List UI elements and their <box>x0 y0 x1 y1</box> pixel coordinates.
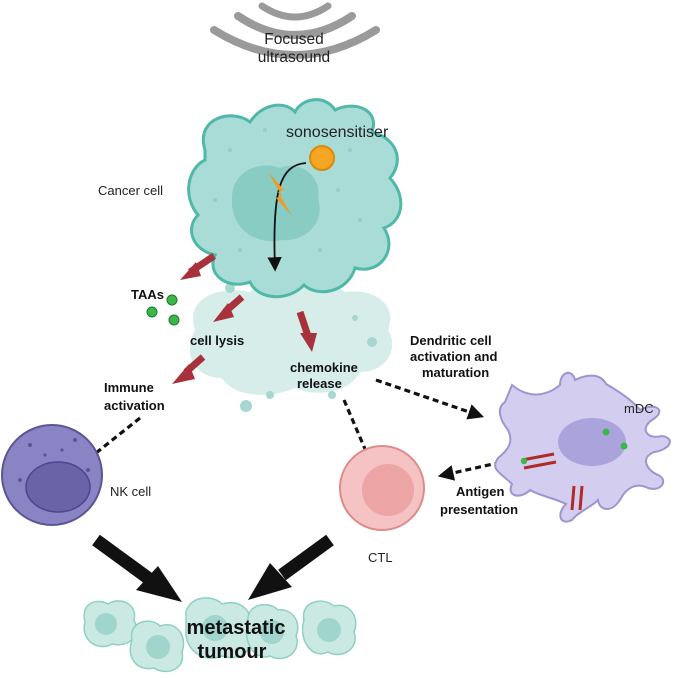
dc-label-line3: maturation <box>422 365 489 380</box>
big-arrows <box>92 534 334 602</box>
mdc-antigen-dots <box>602 428 628 450</box>
mhc-receptor-icon <box>521 452 584 511</box>
mhc-antigen-dot <box>520 457 528 465</box>
metastatic-cell-3 <box>185 597 253 659</box>
metastatic-cell-2 <box>129 620 185 673</box>
cancer-cell-speckles <box>213 128 362 252</box>
sonosensitiser-icon <box>309 145 335 171</box>
red-arrow-chemokine <box>296 310 317 352</box>
red-arrow-lysis <box>213 294 245 322</box>
ultrasound-label-line2: ultrasound <box>258 49 330 66</box>
big-arrow-from-ctl <box>248 534 334 600</box>
taa-particles <box>146 294 180 326</box>
metastatic-cell-1 <box>83 600 137 648</box>
cancer-cell-label: Cancer cell <box>98 183 163 198</box>
nk-cell <box>1 424 103 526</box>
debris-particles <box>225 283 377 412</box>
dc-label-line2: activation and <box>410 349 497 364</box>
cell-lysis-label: cell lysis <box>190 333 244 348</box>
metastatic-cell-4 <box>245 603 299 660</box>
metastatic-cell-5 <box>301 600 357 656</box>
lightning-icon <box>268 172 292 216</box>
ultrasound-label-line1: Focused <box>264 31 323 48</box>
chemokine-label-line2: release <box>297 376 342 391</box>
big-arrow-from-nk <box>92 534 182 602</box>
red-arrow-immune <box>172 354 206 384</box>
metastatic-label-line1: metastatic <box>187 617 286 639</box>
mdc-label: mDC <box>624 401 654 416</box>
ctl-label: CTL <box>368 550 393 565</box>
metastatic-cells <box>83 597 357 673</box>
antigen-label-line1: Antigen <box>456 484 504 499</box>
taas-label: TAAs <box>131 287 164 302</box>
mdc-nucleus <box>558 418 626 466</box>
antigen-label-line2: presentation <box>440 502 518 517</box>
nk-cell-label: NK cell <box>110 484 151 499</box>
dc-label-line1: Dendritic cell <box>410 333 492 348</box>
metastatic-label-line2: tumour <box>198 641 267 663</box>
immune-label-line2: activation <box>104 398 165 413</box>
red-arrow-taas <box>180 253 216 280</box>
sonosensitiser-label: sonosensitiser <box>286 124 389 141</box>
red-arrows <box>172 253 317 384</box>
immune-label-line1: Immune <box>104 380 154 395</box>
ultrasound-waves-icon <box>210 2 380 59</box>
dashed-arrow-mdc <box>375 378 485 420</box>
lysed-cell-debris <box>189 276 393 395</box>
ctl-cell <box>339 445 425 531</box>
chemokine-label-line1: chemokine <box>290 360 358 375</box>
